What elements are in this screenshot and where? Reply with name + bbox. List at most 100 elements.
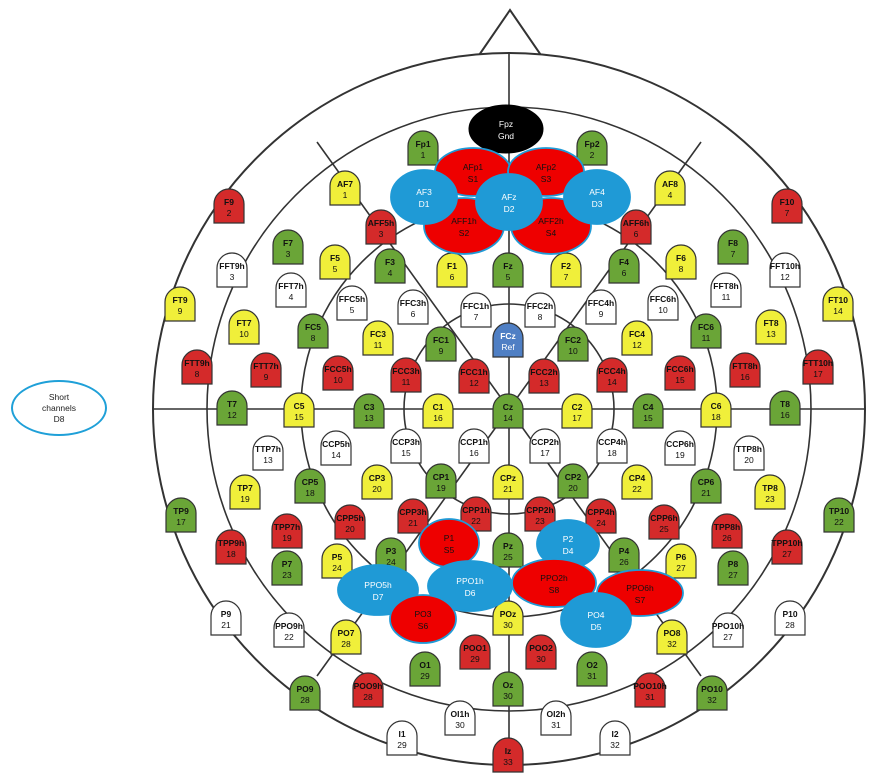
electrode-shape bbox=[492, 252, 524, 288]
electrode-label: PPO9h bbox=[275, 621, 303, 631]
optode-position-label: PO4 bbox=[587, 610, 604, 620]
electrode-number: 32 bbox=[667, 639, 677, 649]
electrode-number: 6 bbox=[411, 309, 416, 319]
electrode-shape bbox=[710, 272, 742, 308]
electrode-label: O1 bbox=[419, 660, 431, 670]
electrode-shape bbox=[823, 497, 855, 533]
electrode-label: CPP6h bbox=[650, 513, 677, 523]
electrode-number: 5 bbox=[350, 305, 355, 315]
electrode-number: 5 bbox=[333, 264, 338, 274]
electrode-label: F3 bbox=[385, 257, 395, 267]
electrode-number: 21 bbox=[221, 620, 231, 630]
electrode-number: 13 bbox=[539, 378, 549, 388]
electrode-shape bbox=[271, 513, 303, 549]
electrode-number: 30 bbox=[536, 654, 546, 664]
optode-position-label: PPO1h bbox=[456, 576, 484, 586]
electrode-label: PO7 bbox=[337, 628, 354, 638]
electrode-label: CCP5h bbox=[322, 439, 350, 449]
electrode-label: PO8 bbox=[663, 628, 680, 638]
electrode-shape bbox=[754, 474, 786, 510]
electrode-label: FCC6h bbox=[666, 364, 693, 374]
optode-position-label: AFz bbox=[501, 192, 516, 202]
electrode-number: 8 bbox=[679, 264, 684, 274]
electrode-label: C4 bbox=[643, 402, 654, 412]
optode-layer: FpzGndAFp1S1AFp2S3AFF1hS2AFF2hS4AF3D1AFz… bbox=[337, 104, 684, 648]
electrode-label: F6 bbox=[676, 253, 686, 263]
electrode-f1: F16 bbox=[436, 252, 468, 288]
short-channels-line1: Short bbox=[48, 391, 70, 402]
optode-id-label: D1 bbox=[419, 199, 430, 209]
electrode-label: FC4 bbox=[629, 329, 645, 339]
electrode-label: P8 bbox=[728, 559, 739, 569]
electrode-label: FCC4h bbox=[598, 366, 625, 376]
source-optode-shape bbox=[511, 558, 597, 608]
electrode-shape bbox=[690, 468, 722, 504]
optode-position-label: AF4 bbox=[589, 187, 605, 197]
electrode-label: P9 bbox=[221, 609, 232, 619]
electrode-number: 30 bbox=[455, 720, 465, 730]
source-optode-shape bbox=[418, 518, 480, 568]
electrode-number: 8 bbox=[195, 369, 200, 379]
electrode-shape bbox=[458, 428, 490, 464]
electrode-label: FCC5h bbox=[324, 364, 351, 374]
optode-id-label: S4 bbox=[546, 228, 557, 238]
electrode-label: OI2h bbox=[547, 709, 566, 719]
electrode-label: POO2 bbox=[529, 643, 553, 653]
electrode-label: P10 bbox=[782, 609, 797, 619]
electrode-number: 24 bbox=[596, 518, 606, 528]
electrode-shape bbox=[769, 390, 801, 426]
electrode-shape bbox=[717, 229, 749, 265]
electrode-number: 6 bbox=[634, 229, 639, 239]
electrode-shape bbox=[322, 355, 354, 391]
electrode-label: FC5 bbox=[305, 322, 321, 332]
electrode-number: 5 bbox=[506, 272, 511, 282]
electrode-label: C6 bbox=[711, 401, 722, 411]
electrode-number: 30 bbox=[503, 691, 513, 701]
electrode-label: AFF6h bbox=[623, 218, 649, 228]
electrode-number: 21 bbox=[503, 484, 513, 494]
electrode-label: POO9h bbox=[354, 681, 383, 691]
optode-position-label: AFF2h bbox=[538, 216, 564, 226]
optode-id-label: S8 bbox=[549, 585, 560, 595]
electrode-label: FT10 bbox=[828, 295, 848, 305]
electrode-shape bbox=[397, 498, 429, 534]
electrode-shape bbox=[283, 392, 315, 428]
electrode-number: 1 bbox=[421, 150, 426, 160]
electrode-shape bbox=[769, 252, 801, 288]
electrode-label: C5 bbox=[294, 401, 305, 411]
electrode-f5: F55 bbox=[319, 244, 351, 280]
electrode-shape bbox=[664, 430, 696, 466]
electrode-label: CCP2h bbox=[531, 437, 559, 447]
electrode-number: 8 bbox=[311, 333, 316, 343]
electrode-number: 26 bbox=[722, 533, 732, 543]
electrode-f4: F46 bbox=[608, 248, 640, 284]
electrode-shape bbox=[330, 619, 362, 655]
electrode-shape bbox=[656, 619, 688, 655]
electrode-shape bbox=[733, 435, 765, 471]
electrode-number: 27 bbox=[782, 549, 792, 559]
electrode-number: 19 bbox=[436, 483, 446, 493]
optode-id-label: D7 bbox=[373, 592, 384, 602]
electrode-f6: F68 bbox=[665, 244, 697, 280]
